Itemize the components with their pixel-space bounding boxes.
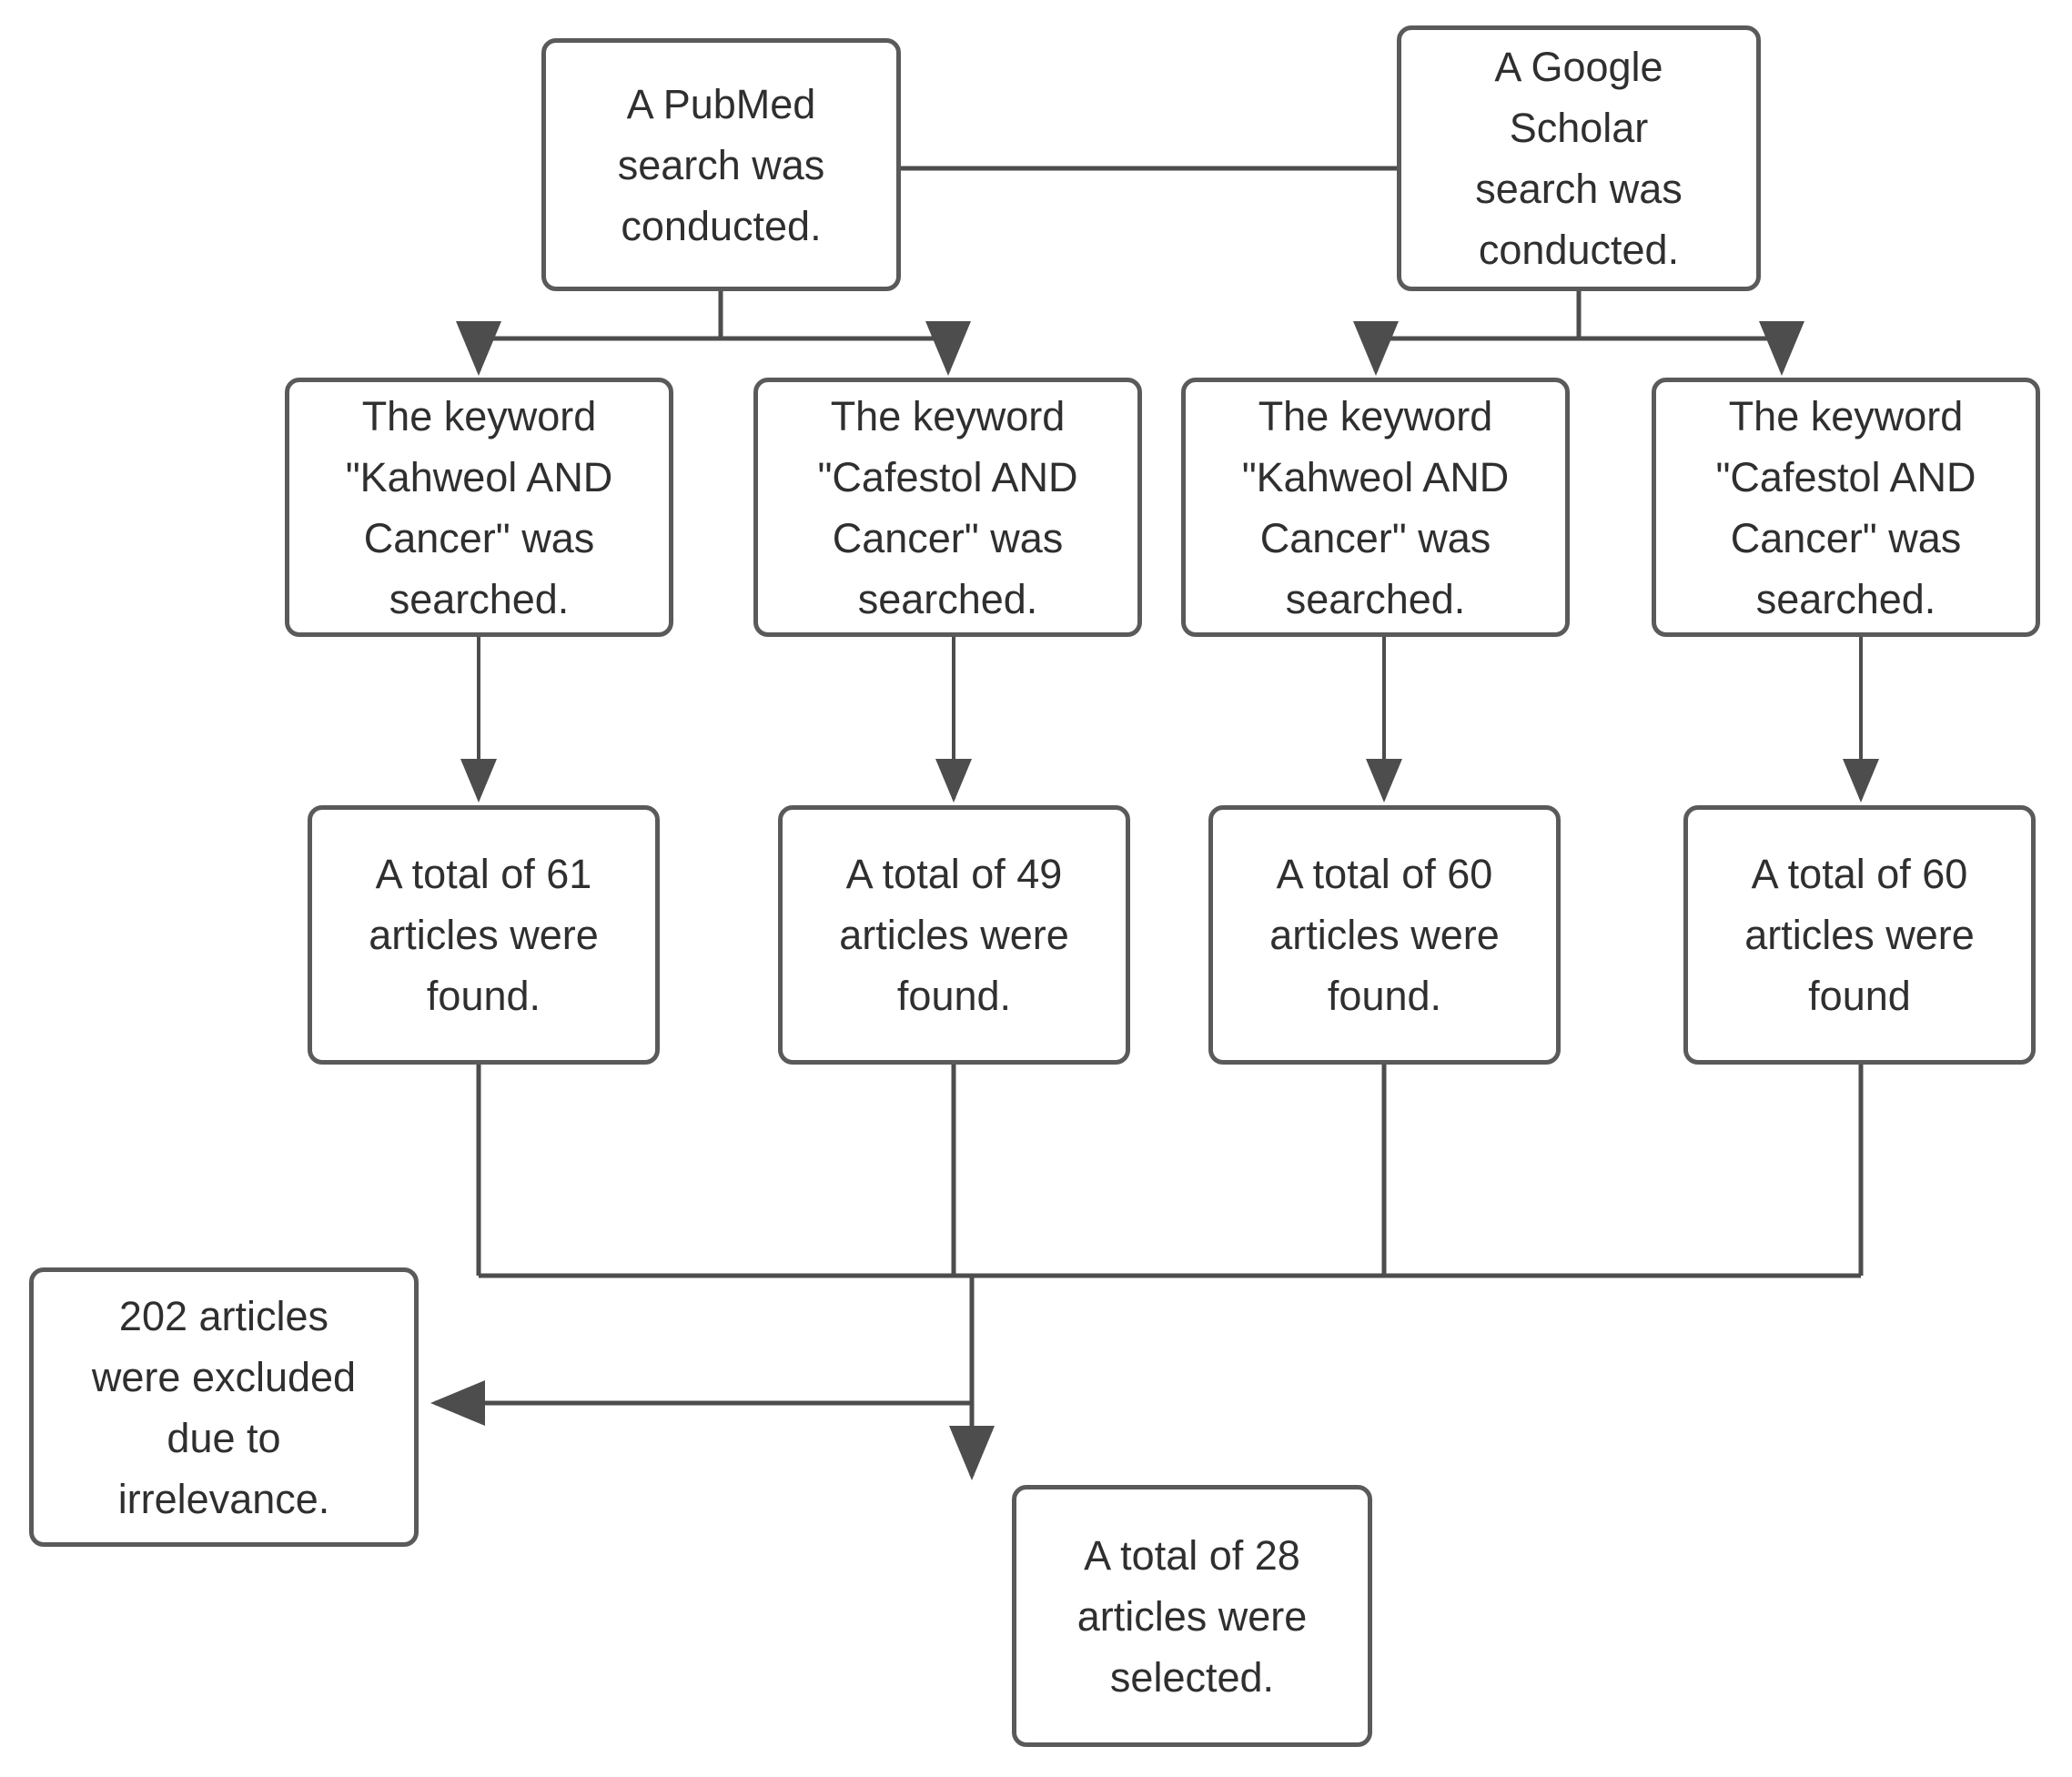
node-excluded-articles[interactable]: 202 articles were excluded due to irrele… xyxy=(29,1267,419,1547)
node-scholar-kahweol-keyword[interactable]: The keyword "Kahweol AND Cancer" was sea… xyxy=(1181,378,1570,637)
node-google-scholar-search[interactable]: A Google Scholar search was conducted. xyxy=(1397,25,1761,291)
node-pubmed-cafestol-keyword[interactable]: The keyword "Cafestol AND Cancer" was se… xyxy=(753,378,1142,637)
node-scholar-cafestol-keyword[interactable]: The keyword "Cafestol AND Cancer" was se… xyxy=(1652,378,2040,637)
node-scholar-kahweol-count[interactable]: A total of 60 articles were found. xyxy=(1208,805,1561,1065)
node-scholar-cafestol-count[interactable]: A total of 60 articles were found xyxy=(1683,805,2036,1065)
node-pubmed-search[interactable]: A PubMed search was conducted. xyxy=(541,38,901,291)
node-pubmed-kahweol-count[interactable]: A total of 61 articles were found. xyxy=(308,805,660,1065)
node-pubmed-kahweol-keyword[interactable]: The keyword "Kahweol AND Cancer" was sea… xyxy=(285,378,673,637)
node-selected-articles[interactable]: A total of 28 articles were selected. xyxy=(1012,1485,1372,1747)
node-pubmed-cafestol-count[interactable]: A total of 49 articles were found. xyxy=(778,805,1130,1065)
